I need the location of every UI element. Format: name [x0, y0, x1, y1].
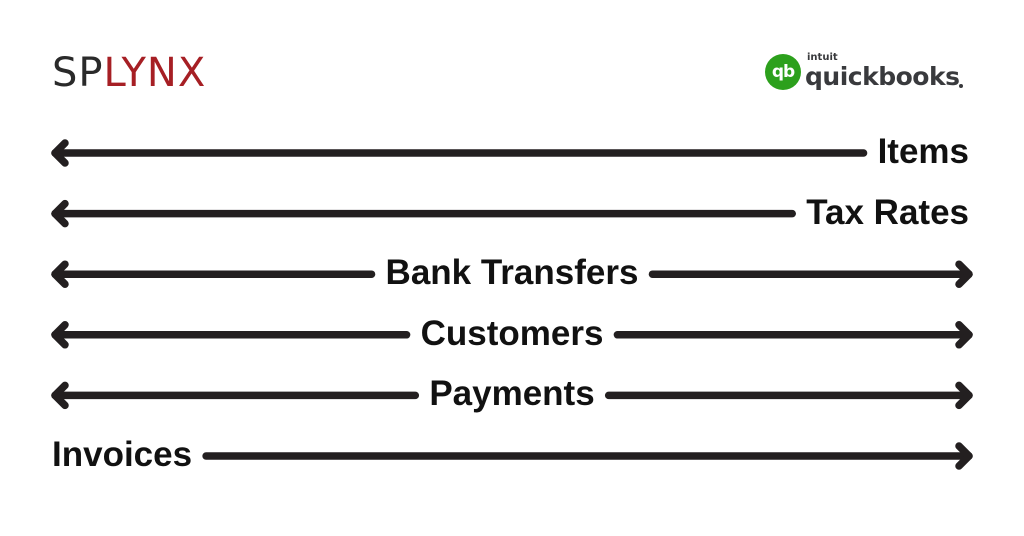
quickbooks-trademark-dot	[959, 84, 963, 88]
flow-arrowhead-left	[51, 199, 69, 228]
quickbooks-logo: qb intuit quickbooks	[765, 52, 965, 98]
intuit-brand-text: intuit	[807, 52, 838, 63]
flow-arrowhead-left	[51, 139, 69, 167]
flow-label: Tax Rates	[806, 192, 969, 232]
flow-arrowhead-right	[955, 442, 973, 470]
flow-arrowhead-right	[955, 260, 973, 288]
splynx-logo: SPLYNX	[52, 51, 206, 95]
flow-arrowhead-left	[51, 321, 69, 349]
flow-arrowhead-right	[955, 321, 973, 349]
flow-arrowhead-left	[51, 381, 69, 410]
quickbooks-mark-icon: qb	[765, 54, 801, 90]
flow-label: Customers	[420, 313, 604, 353]
flow-label: Invoices	[52, 435, 193, 474]
splynx-logo-part-lynx: LYNX	[103, 50, 207, 96]
flow-label: Bank Transfers	[385, 253, 639, 293]
flow-label: Payments	[429, 374, 595, 414]
flow-label: Items	[877, 132, 969, 171]
splynx-logo-part-sp: SP	[52, 50, 104, 96]
flow-arrowhead-right	[955, 381, 973, 410]
flow-arrowhead-left	[51, 260, 69, 288]
quickbooks-name-text: quickbooks	[805, 62, 960, 91]
quickbooks-mark-text: qb	[771, 61, 795, 82]
